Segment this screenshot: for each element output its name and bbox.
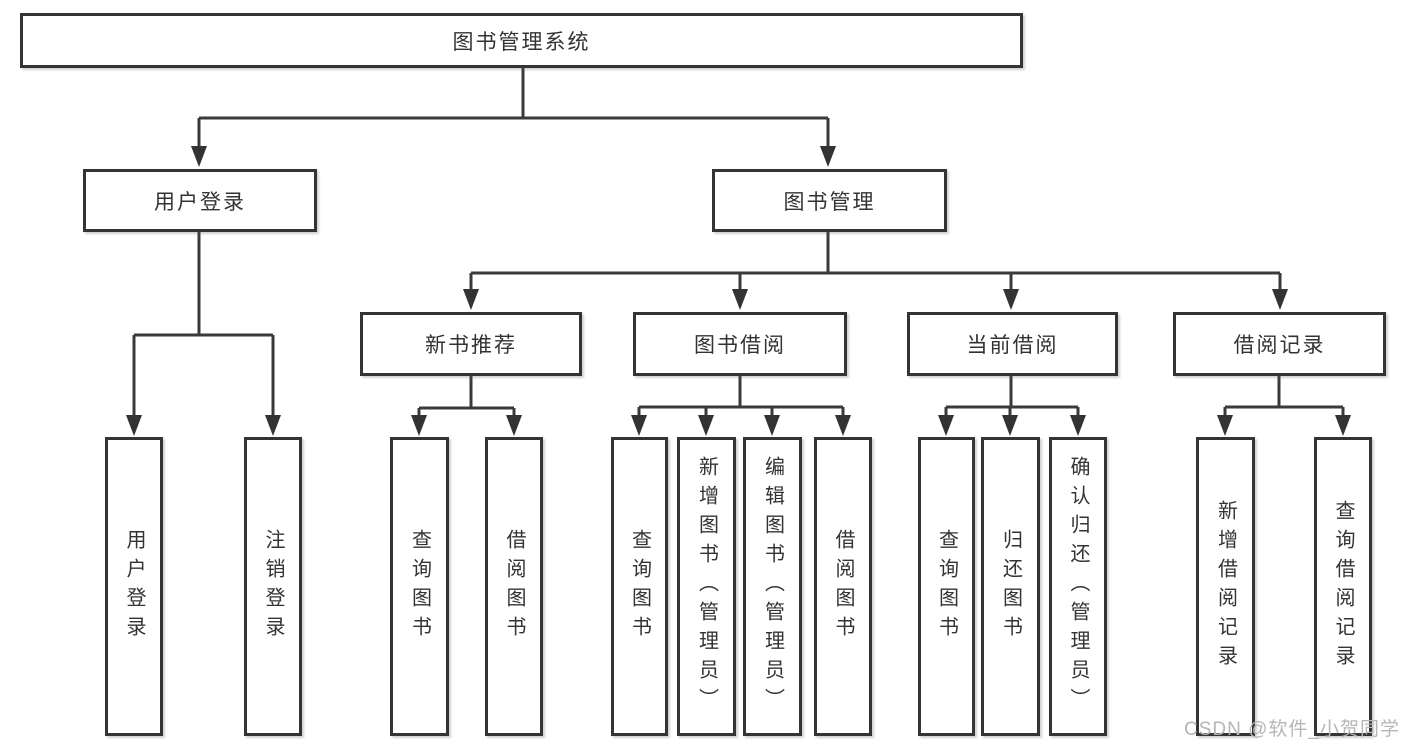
leaf-return-book: 归还图书 <box>981 437 1040 736</box>
arrow-down-icon <box>820 146 836 167</box>
node-book-management: 图书管理 <box>712 169 947 232</box>
connector-path <box>132 68 1345 421</box>
leaf-confirm-return-admin: 确认归还（管理员） <box>1049 437 1107 736</box>
arrow-down-icon <box>835 415 851 436</box>
node-label: 新书推荐 <box>425 334 517 357</box>
node-label: 注销登录 <box>262 528 284 645</box>
leaf-query-books-borrow: 查询图书 <box>611 437 668 736</box>
node-label: 借阅图书 <box>503 528 525 645</box>
arrow-down-icon <box>938 415 954 436</box>
node-label: 当前借阅 <box>966 334 1059 357</box>
node-root: 图书管理系统 <box>20 13 1023 68</box>
node-label: 借阅记录 <box>1233 334 1326 357</box>
arrow-down-icon <box>1003 289 1019 310</box>
arrow-down-icon <box>265 415 281 436</box>
leaf-borrow-books-recommend: 借阅图书 <box>485 437 543 736</box>
node-new-book-recommend: 新书推荐 <box>360 312 582 376</box>
node-label: 编辑图书（管理员） <box>761 456 784 717</box>
arrow-down-icon <box>1335 415 1351 436</box>
arrow-down-icon <box>732 289 748 310</box>
node-label: 确认归还（管理员） <box>1067 456 1089 717</box>
node-label: 图书管理 <box>783 190 876 214</box>
node-borrow-records: 借阅记录 <box>1173 312 1386 376</box>
leaf-edit-book-admin: 编辑图书（管理员） <box>743 437 802 736</box>
leaf-add-borrow-record: 新增借阅记录 <box>1196 437 1255 736</box>
arrow-down-icon <box>191 146 207 167</box>
node-label: 查询图书 <box>935 528 958 645</box>
arrow-down-icon <box>1272 289 1288 310</box>
arrow-down-icon <box>764 415 780 436</box>
node-label: 查询借阅记录 <box>1332 499 1354 674</box>
node-label: 新增借阅记录 <box>1214 499 1237 674</box>
arrow-down-icon <box>1070 415 1086 436</box>
node-label: 图书借阅 <box>694 334 786 357</box>
leaf-user-login: 用户登录 <box>105 437 163 736</box>
arrow-down-icon <box>631 415 647 436</box>
arrow-down-icon <box>463 289 479 310</box>
arrow-down-icon <box>411 415 427 436</box>
node-user-login: 用户登录 <box>83 169 317 232</box>
node-label: 图书管理系统 <box>452 30 591 54</box>
node-label: 用户登录 <box>123 528 145 645</box>
node-label: 归还图书 <box>999 528 1022 645</box>
leaf-logout: 注销登录 <box>244 437 302 736</box>
node-current-borrow: 当前借阅 <box>907 312 1118 376</box>
node-label: 借阅图书 <box>832 528 854 645</box>
node-book-borrow: 图书借阅 <box>633 312 847 376</box>
leaf-query-books-current: 查询图书 <box>918 437 975 736</box>
leaf-query-borrow-record: 查询借阅记录 <box>1314 437 1372 736</box>
node-label: 查询图书 <box>628 528 651 645</box>
arrow-down-icon <box>506 415 522 436</box>
arrow-down-icon <box>126 415 142 436</box>
leaf-borrow-books: 借阅图书 <box>814 437 872 736</box>
arrow-down-icon <box>698 415 714 436</box>
watermark: CSDN @软件_小贺同学 <box>1184 719 1400 740</box>
node-label: 查询图书 <box>408 528 431 645</box>
node-label: 用户登录 <box>154 190 246 214</box>
node-label: 新增图书（管理员） <box>695 456 718 717</box>
leaf-add-book-admin: 新增图书（管理员） <box>677 437 736 736</box>
arrow-down-icon <box>1217 415 1233 436</box>
leaf-query-books-recommend: 查询图书 <box>390 437 449 736</box>
arrow-down-icon <box>1002 415 1018 436</box>
